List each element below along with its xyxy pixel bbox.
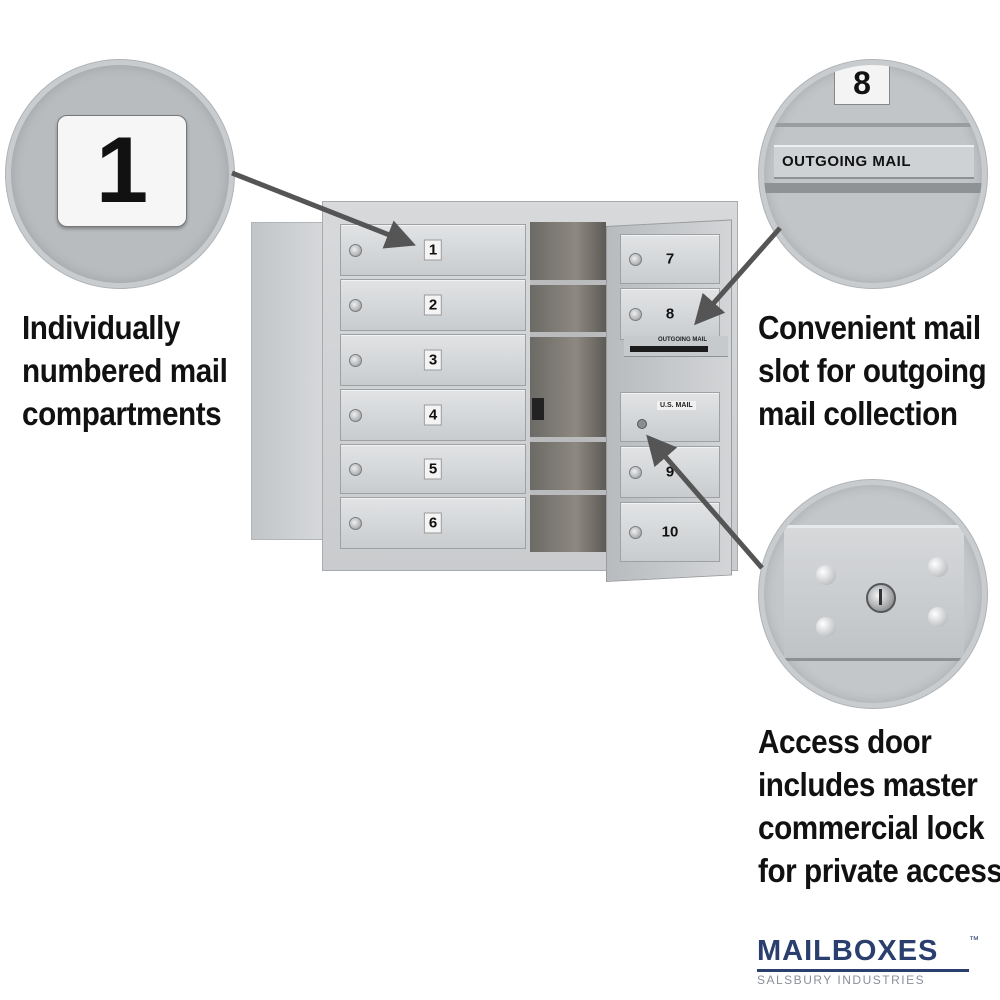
lock-icon xyxy=(349,299,362,312)
shelf xyxy=(530,490,606,495)
zoom-number-label: 8 xyxy=(853,65,871,101)
mail-door[interactable]: 9 xyxy=(620,446,720,498)
lock-icon xyxy=(349,517,362,530)
master-lock-icon xyxy=(866,583,896,613)
zoom-outgoing-label: OUTGOING MAIL xyxy=(782,153,911,170)
door-latch xyxy=(532,398,544,420)
lock-icon xyxy=(629,308,642,321)
number-plate: 1 xyxy=(57,115,187,227)
zoom-number-plate: 8 xyxy=(834,65,890,105)
door-number: 6 xyxy=(423,512,443,534)
door-number: 2 xyxy=(423,294,443,316)
brand-logo: MAILBOXES ™ SALSBURY INDUSTRIES xyxy=(757,935,979,990)
number-plate-label: 1 xyxy=(95,117,149,222)
brand-name: MAILBOXES xyxy=(757,935,939,967)
access-door-panel[interactable]: U.S. MAIL xyxy=(620,392,720,442)
master-lock-icon xyxy=(637,419,647,429)
slot-opening xyxy=(630,346,708,352)
brand-underline xyxy=(757,969,969,972)
usmail-label: U.S. MAIL xyxy=(657,401,696,410)
mail-door[interactable]: 10 xyxy=(620,502,720,562)
door-number: 8 xyxy=(665,305,675,323)
zoom-slot-shadow xyxy=(764,183,982,193)
caption-line: includes master xyxy=(758,766,978,803)
outgoing-mail-slot[interactable]: OUTGOING MAIL xyxy=(624,336,728,357)
lock-icon xyxy=(629,526,642,539)
mail-door[interactable]: 5 xyxy=(340,444,526,494)
zoom-circle-number: 1 xyxy=(6,60,234,288)
zoom-circle-lock xyxy=(759,480,987,708)
lock-icon xyxy=(349,409,362,422)
mail-door[interactable]: 6 xyxy=(340,497,526,549)
door-number: 5 xyxy=(423,458,443,480)
caption-line: numbered mail xyxy=(22,352,228,389)
rivet-bottom-right xyxy=(928,607,948,627)
mail-door[interactable]: 8 xyxy=(620,288,720,340)
mail-door[interactable]: 4 xyxy=(340,389,526,441)
mail-door[interactable]: 2 xyxy=(340,279,526,331)
brand-tagline: SALSBURY INDUSTRIES xyxy=(757,973,926,987)
lock-icon xyxy=(629,466,642,479)
rivet-top-right xyxy=(928,557,948,577)
door-number: 3 xyxy=(423,349,443,371)
caption-line: Convenient mail xyxy=(758,309,981,346)
caption-access-door: Access door includes master commercial l… xyxy=(758,720,1000,892)
lock-icon xyxy=(349,244,362,257)
shelf xyxy=(530,437,606,442)
shelf xyxy=(530,332,606,337)
caption-line: compartments xyxy=(22,395,222,432)
door-number: 4 xyxy=(423,404,443,426)
shelf xyxy=(530,280,606,285)
mail-door[interactable]: 1 xyxy=(340,224,526,276)
brand-trademark: ™ xyxy=(969,935,979,946)
door-number: 9 xyxy=(665,463,675,481)
door-number: 7 xyxy=(665,250,675,268)
rivet-bottom-left xyxy=(816,617,836,637)
caption-numbered-compartments: Individually numbered mail compartments xyxy=(22,306,228,435)
door-number: 10 xyxy=(661,523,679,541)
caption-line: mail collection xyxy=(758,395,958,432)
lock-icon xyxy=(349,463,362,476)
caption-outgoing-slot: Convenient mail slot for outgoing mail c… xyxy=(758,306,987,435)
lock-icon xyxy=(349,354,362,367)
lock-icon xyxy=(629,253,642,266)
caption-line: slot for outgoing xyxy=(758,352,987,389)
zoom-outgoing-plate: OUTGOING MAIL xyxy=(774,145,974,179)
mailbox-side-panel xyxy=(251,222,325,540)
mail-door[interactable]: 3 xyxy=(340,334,526,386)
zoom-door-edge xyxy=(764,123,982,127)
zoom-circle-outgoing: 8 OUTGOING MAIL xyxy=(759,60,987,288)
mail-door[interactable]: 7 xyxy=(620,234,720,284)
caption-line: commercial lock xyxy=(758,809,985,846)
door-number: 1 xyxy=(423,239,443,261)
caption-line: Access door xyxy=(758,723,932,760)
rivet-top-left xyxy=(816,565,836,585)
open-compartment-interior xyxy=(530,222,606,552)
caption-line: for private access xyxy=(758,852,1000,889)
caption-line: Individually xyxy=(22,309,180,346)
outgoing-mail-label: OUTGOING MAIL xyxy=(658,337,707,343)
